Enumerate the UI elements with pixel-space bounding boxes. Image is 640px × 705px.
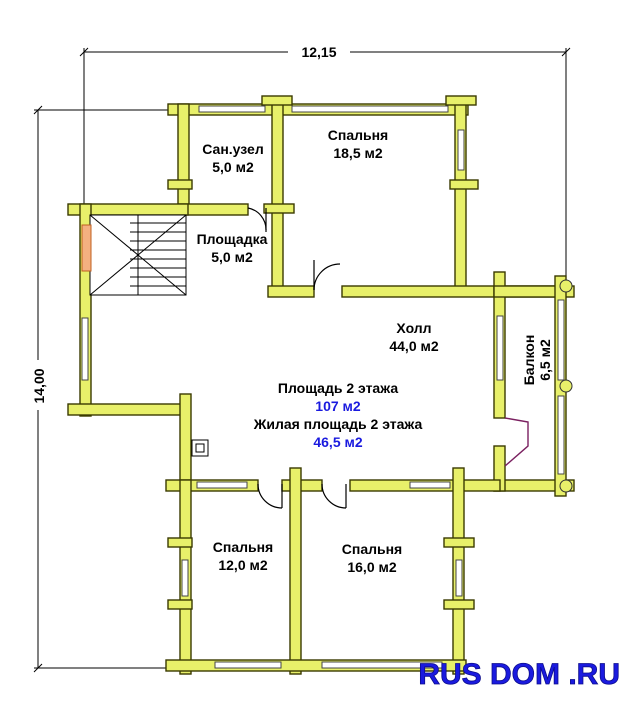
room-name-bedroom-left: Спальня — [213, 539, 273, 555]
room-area-hall: 44,0 м2 — [389, 338, 438, 354]
floor-area-label: Площадь 2 этажа — [278, 380, 398, 396]
log-ends — [559, 279, 573, 493]
dimension-lines — [33, 47, 571, 673]
room-name-balcony: Балкон — [521, 335, 537, 386]
windows — [81, 105, 565, 669]
floor-area-value: 107 м2 — [315, 398, 361, 414]
room-name-bathroom: Сан.узел — [202, 141, 263, 157]
site-watermark: RUS DOM .RU — [418, 658, 620, 691]
room-area-bedroom-top: 18,5 м2 — [333, 145, 382, 161]
doors — [247, 207, 529, 509]
room-area-bedroom-left: 12,0 м2 — [218, 557, 267, 573]
room-name-hall: Холл — [396, 320, 431, 336]
width-dimension: 12,15 — [301, 44, 336, 60]
height-dimension: 14,00 — [31, 368, 47, 403]
room-area-bathroom: 5,0 м2 — [212, 159, 254, 175]
living-area-label: Жилая площадь 2 этажа — [253, 416, 423, 432]
room-name-bedroom-right: Спальня — [342, 541, 402, 557]
room-area-landing: 5,0 м2 — [211, 249, 253, 265]
staircase — [81, 214, 187, 296]
chimney-icon — [191, 439, 209, 457]
room-area-balcony: 6,5 м2 — [537, 339, 553, 381]
room-name-bedroom-top: Спальня — [328, 127, 388, 143]
living-area-value: 46,5 м2 — [313, 434, 362, 450]
room-area-bedroom-right: 16,0 м2 — [347, 559, 396, 575]
room-name-landing: Площадка — [197, 231, 268, 247]
